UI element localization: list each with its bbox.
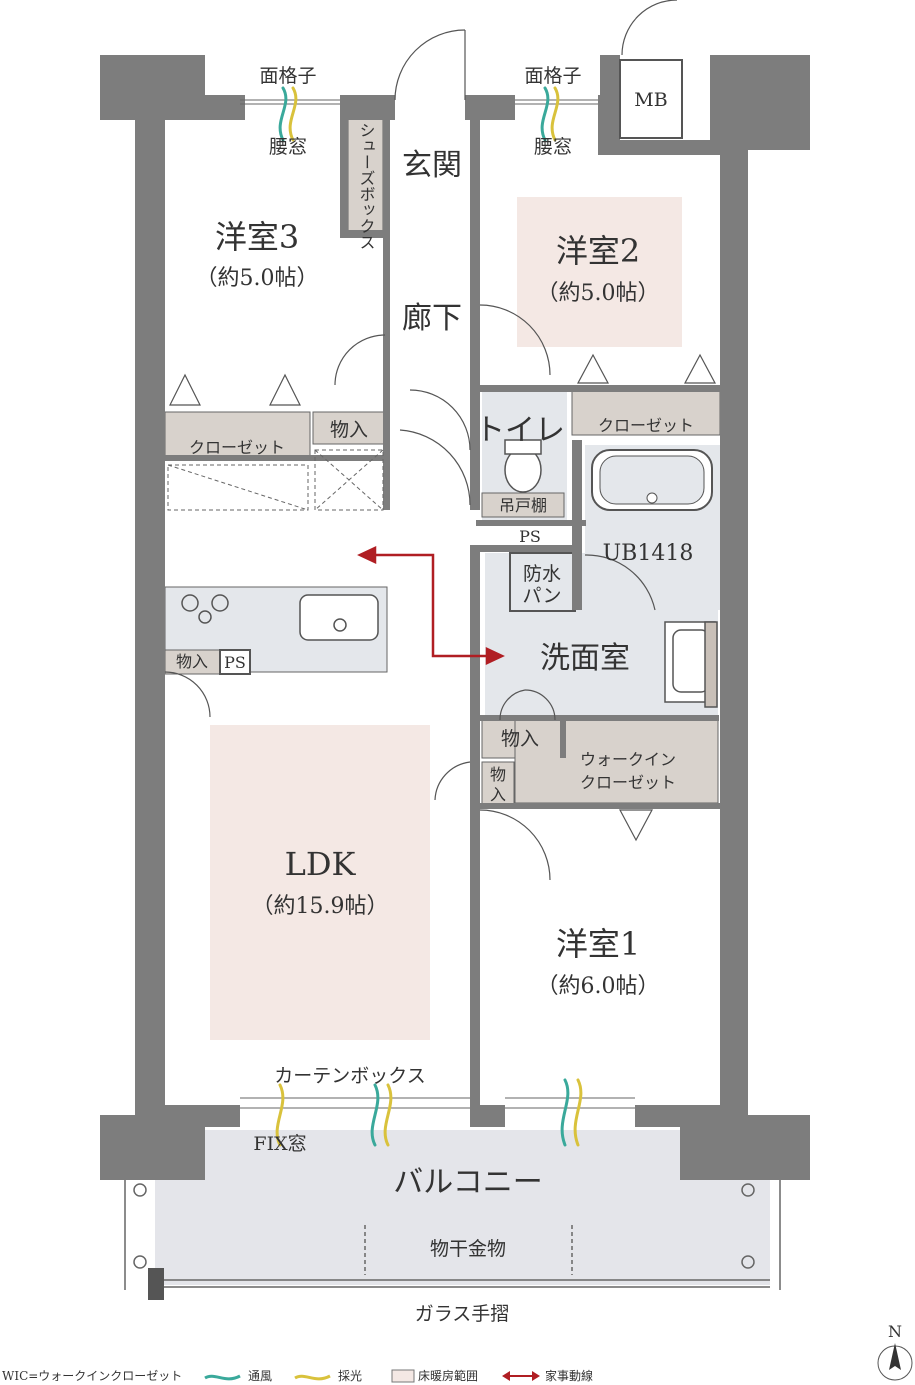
mb-box <box>619 59 683 139</box>
curtain-box-label: カーテンボックス <box>274 1065 425 1087</box>
storage-wash-label: 物入 <box>501 728 539 750</box>
hanging-shelf-shape <box>481 492 565 518</box>
wic-shape <box>514 717 719 804</box>
hanging-shelf-label: 吊戸棚 <box>499 496 547 515</box>
western1-size: （約6.0帖） <box>537 974 660 999</box>
ps-toilet-label: PS <box>519 527 541 546</box>
waterproof-pan-label-1: 防水 <box>523 563 561 585</box>
ldk-name: LDK <box>285 845 357 883</box>
washroom-label: 洗面室 <box>540 641 630 676</box>
hallway-label: 廊下 <box>402 301 462 336</box>
storage-a-label: 物入 <box>330 419 368 441</box>
legend-floor-heating: 床暖房範囲 <box>418 1368 478 1383</box>
floor-heating-area-ldk <box>210 725 430 1040</box>
western2-name: 洋室2 <box>556 232 640 270</box>
closet3-shape <box>164 411 311 461</box>
clothes-rack-label: 物干金物 <box>430 1238 506 1260</box>
storage-a-shape <box>312 411 386 445</box>
balcony-floor <box>155 1130 770 1285</box>
north-label: N <box>888 1322 902 1341</box>
balcony-post <box>148 1268 164 1300</box>
ldk-size: （約15.9帖） <box>252 894 389 919</box>
toilet-bowl <box>504 439 542 493</box>
lattice-left-label: 面格子 <box>259 65 316 87</box>
balcony-railing <box>124 1180 781 1290</box>
bath-label: UB1418 <box>603 541 694 566</box>
western3-name: 洋室3 <box>215 218 299 256</box>
balcony-label: バルコニー <box>393 1165 542 1200</box>
western3-size: （約5.0帖） <box>196 266 319 291</box>
legend-ventilation: 通風 <box>248 1369 272 1383</box>
north-arrow-icon <box>877 1343 913 1381</box>
shoe-box-label: シューズボックス <box>357 122 376 250</box>
legend-ventilation-icon <box>204 1374 241 1381</box>
legend-floor-heating-swatch <box>391 1369 415 1383</box>
toilet-label: トイレ <box>475 413 565 448</box>
storage-kitchen-shape <box>164 649 221 675</box>
floor-heating-area-western2 <box>517 197 682 347</box>
legend-daylight-icon <box>294 1374 331 1381</box>
bathtub <box>591 449 713 511</box>
wic-label-1: ウォークイン <box>580 750 676 769</box>
kitchen-equipment <box>181 594 379 641</box>
legend-housework: 家事動線 <box>545 1368 593 1383</box>
lattice-right-label: 面格子 <box>524 65 581 87</box>
airflow-marks <box>275 86 583 1147</box>
legend-daylight: 採光 <box>338 1369 362 1383</box>
waist-window-left-label: 腰窓 <box>269 136 307 158</box>
door-swings <box>164 0 678 881</box>
ps-kitchen-shape <box>219 649 251 675</box>
closet2-label: クローゼット <box>598 416 694 435</box>
housework-route <box>357 546 505 665</box>
storage-small-label-2: 入 <box>490 785 506 804</box>
waist-window-right-label: 腰窓 <box>534 136 572 158</box>
western1-name: 洋室1 <box>556 925 640 963</box>
fix-window-label: FIX窓 <box>253 1133 306 1155</box>
interior-walls <box>165 118 721 1110</box>
legend-housework-icon <box>502 1371 540 1381</box>
glass-rail-label: ガラス手摺 <box>415 1303 510 1325</box>
closet-door-marks <box>169 353 717 842</box>
under-stair-storage <box>167 449 384 511</box>
storage-small-label-1: 物 <box>490 765 506 784</box>
wic-label-2: クローゼット <box>580 773 676 792</box>
storage-kitchen-label: 物入 <box>176 652 208 671</box>
exterior-walls <box>100 55 810 1180</box>
legend-wic-note: WIC=ウォークインクローゼット <box>2 1369 182 1383</box>
mb-label: MB <box>634 89 667 111</box>
washbasin <box>664 621 718 708</box>
closet3-label: クローゼット <box>189 438 285 457</box>
entrance-label: 玄関 <box>402 148 462 183</box>
ps-kitchen-label: PS <box>224 653 246 672</box>
western2-size: （約5.0帖） <box>537 281 660 306</box>
waterproof-pan-shape <box>509 552 576 612</box>
waterproof-pan-label-2: パン <box>523 585 562 607</box>
